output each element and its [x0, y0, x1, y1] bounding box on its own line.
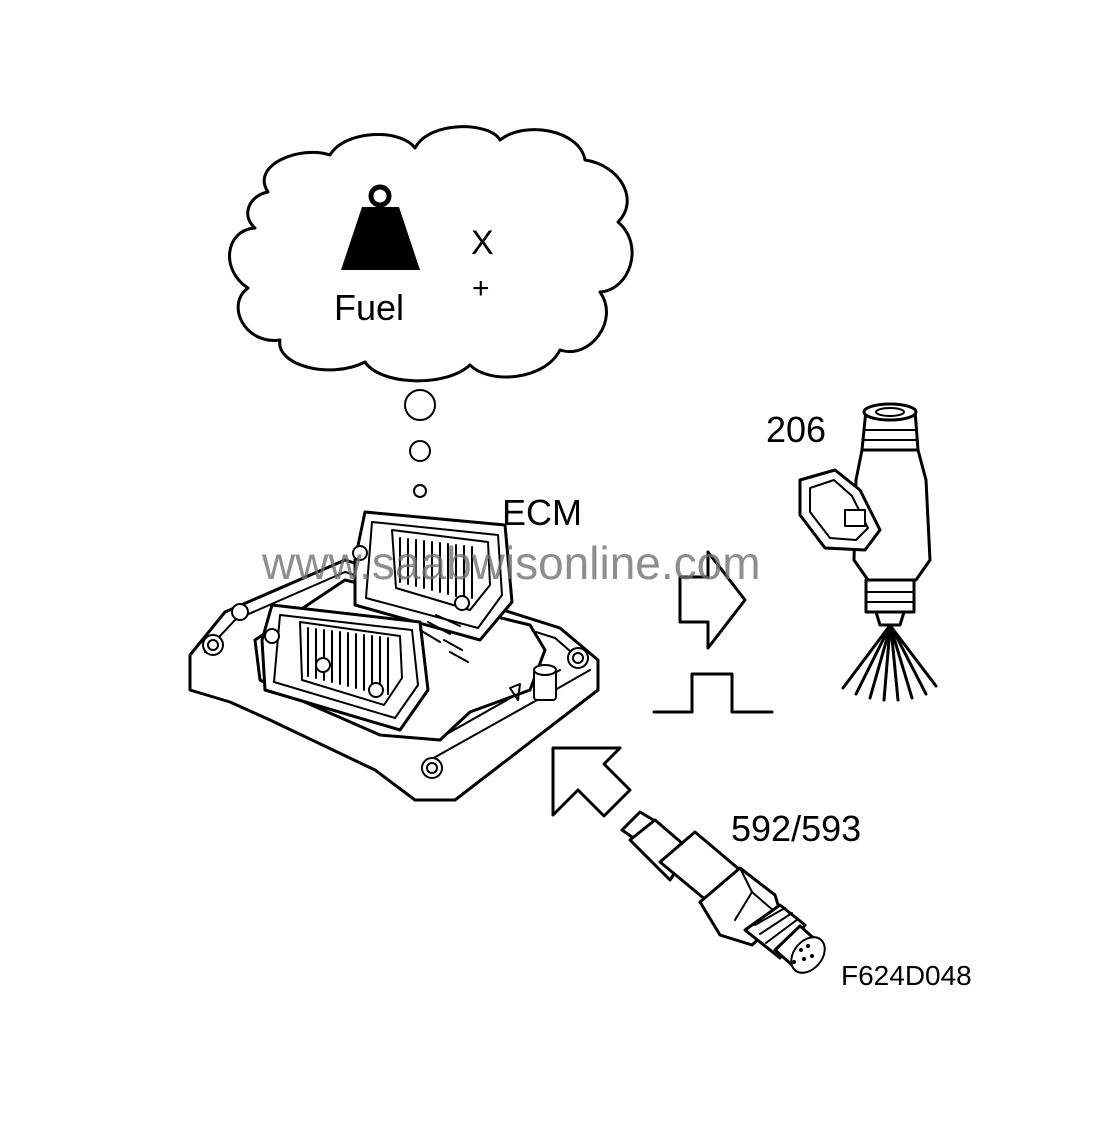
thought-cloud-icon — [228, 125, 634, 498]
oxygen-sensor — [620, 810, 826, 974]
ecm-connector-front — [260, 603, 430, 732]
square-pulse-icon — [652, 672, 774, 714]
plus-symbol: + — [472, 272, 490, 305]
figure-code-label: F624D048 — [841, 960, 972, 991]
up-left-arrow-icon — [551, 746, 632, 818]
oxygen-sensor-label: 592/593 — [731, 808, 862, 849]
weight-icon — [341, 184, 420, 270]
fuel-spray — [841, 626, 938, 702]
ecm-unit — [188, 510, 600, 802]
injector-label: 206 — [766, 409, 827, 450]
watermark-text: www.saabwisonline.com — [262, 537, 761, 589]
multiply-symbol: X — [471, 224, 494, 262]
right-arrow-icon — [678, 550, 747, 650]
ecm-connector-rear — [352, 510, 514, 642]
fuel-injector — [798, 402, 932, 627]
ecm-label: ECM — [502, 492, 582, 533]
fuel-label: Fuel — [334, 287, 405, 328]
